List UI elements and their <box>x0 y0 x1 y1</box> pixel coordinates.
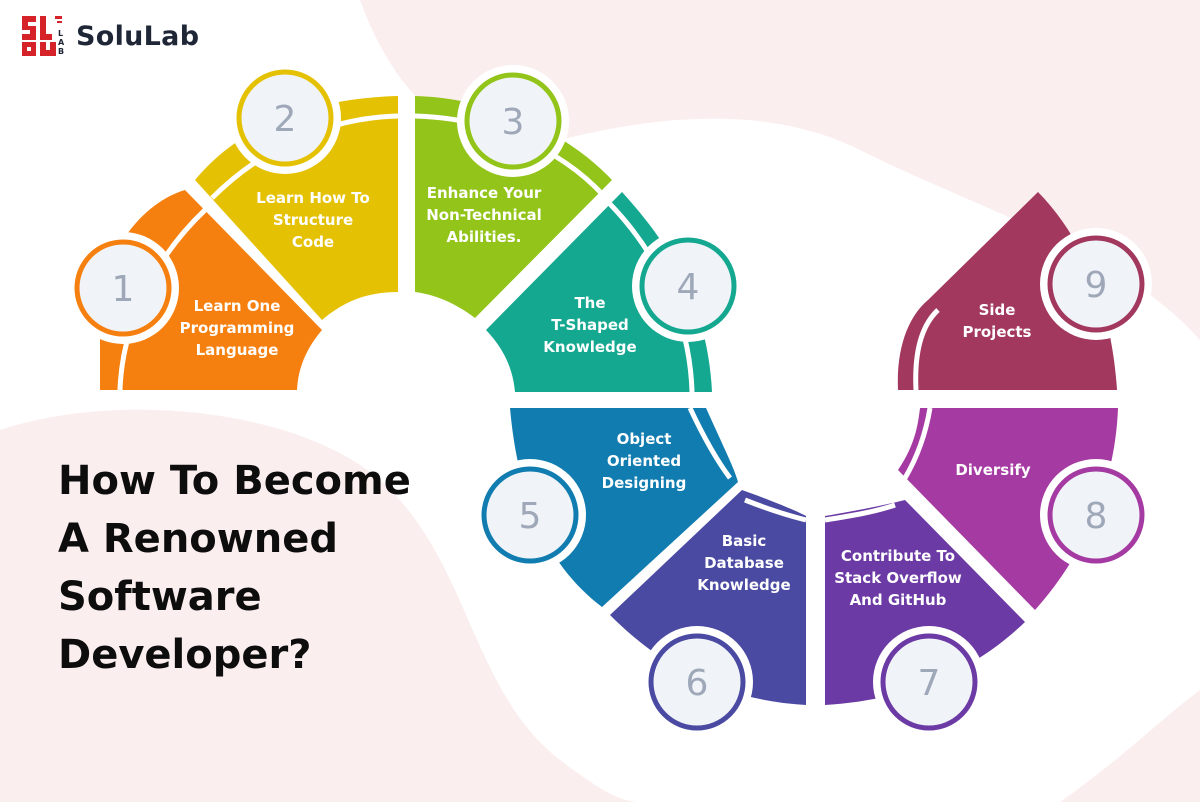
step-badge-5: 5 <box>474 459 586 571</box>
step-label-line: Language <box>196 341 279 359</box>
step-segment-5 <box>510 408 738 607</box>
segment-arc-line <box>687 406 733 480</box>
step-segment-1 <box>100 190 322 390</box>
step-label-line: Learn One <box>194 297 281 315</box>
step-label-line: Stack Overflow <box>834 569 962 587</box>
step-label-line: Database <box>704 554 784 572</box>
step-badges: 1 2 3 4 5 6 7 8 9 <box>67 62 1152 738</box>
badge-number: 9 <box>1085 265 1108 306</box>
segment-arc-line <box>902 407 933 480</box>
step-label-line: Non-Technical <box>426 206 542 224</box>
step-label-line: Knowledge <box>543 338 636 356</box>
badge-number: 4 <box>677 267 700 308</box>
step-label-line: T-Shaped <box>551 316 629 334</box>
segment-arc-line <box>824 502 896 523</box>
badge-ring <box>74 239 172 337</box>
step-label-line: Oriented <box>607 452 681 470</box>
step-label-line: Knowledge <box>697 576 790 594</box>
step-segment-3 <box>415 96 612 318</box>
badge-number: 7 <box>918 663 941 704</box>
badge-number: 2 <box>274 99 297 140</box>
step-label-line: Abilities. <box>447 228 522 246</box>
step-label-line: Designing <box>602 474 687 492</box>
step-label-line: Contribute To <box>841 547 955 565</box>
step-label-line: Object <box>617 430 672 448</box>
badge-number: 3 <box>502 102 525 143</box>
badge-number: 8 <box>1085 496 1108 537</box>
background-blob-corner <box>1060 690 1200 802</box>
step-label-line: Structure <box>273 211 353 229</box>
step-badge-8: 8 <box>1040 459 1152 571</box>
step-badge-2: 2 <box>229 62 341 174</box>
step-label-line: Enhance Your <box>427 184 542 202</box>
step-badge-6: 6 <box>641 626 753 738</box>
badge-number: 6 <box>686 663 709 704</box>
badge-ring <box>1047 235 1145 333</box>
svg-text:A: A <box>58 38 64 47</box>
badge-ring <box>639 237 737 335</box>
step-label-line: The <box>574 294 605 312</box>
step-label-line: Projects <box>962 323 1031 341</box>
step-label-line: Programming <box>180 319 295 337</box>
step-label-line: Side <box>979 301 1016 319</box>
title-line-2: A Renowned <box>58 516 338 562</box>
segment-arc-line <box>913 308 940 391</box>
badge-ring <box>880 633 978 731</box>
step-label-line: Basic <box>722 532 767 550</box>
step-badge-3: 3 <box>457 65 569 177</box>
title-line-4: Developer? <box>58 632 312 678</box>
step-badge-4: 4 <box>632 230 744 342</box>
step-label-line: Code <box>292 233 334 251</box>
badge-number: 5 <box>519 496 542 537</box>
step-label-line: Diversify <box>955 461 1031 479</box>
badge-ring <box>648 633 746 731</box>
step-badge-7: 7 <box>873 626 985 738</box>
step-label-8: Diversify <box>955 461 1031 479</box>
badge-ring <box>1047 466 1145 564</box>
title-line-1: How To Become <box>58 458 411 504</box>
step-badge-9: 9 <box>1040 228 1152 340</box>
segment-arc-line <box>744 497 807 523</box>
svg-text:B: B <box>58 47 64 56</box>
step-badge-1: 1 <box>67 232 179 344</box>
solulab-logo-icon: L A B <box>22 16 64 56</box>
title-line-3: Software <box>58 574 262 620</box>
background-blob-bottom <box>0 409 640 802</box>
badge-ring <box>481 466 579 564</box>
badge-ring <box>464 72 562 170</box>
svg-text:L: L <box>58 29 63 38</box>
brand-logo: L A B SoluLab <box>20 12 199 60</box>
badge-number: 1 <box>112 269 135 310</box>
step-label-line: Learn How To <box>256 189 370 207</box>
brand-name: SoluLab <box>76 20 200 52</box>
badge-ring <box>236 69 334 167</box>
page-title: How To Become A Renowned Software Develo… <box>58 452 478 684</box>
step-label-line: And GitHub <box>850 591 947 609</box>
background-blob-top <box>360 0 1200 340</box>
